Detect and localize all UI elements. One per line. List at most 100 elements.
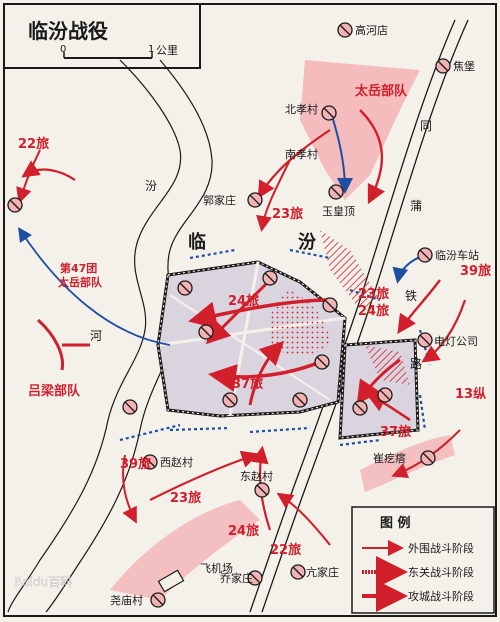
- strongpoint-markers: [7, 22, 451, 608]
- strongpoint-yuanjiazhuang: [290, 564, 306, 580]
- lvliang-symbol: [37, 318, 90, 371]
- place-station: 临汾车站: [435, 248, 479, 262]
- legend-item-outer: 外围战斗阶段: [408, 541, 474, 555]
- unit-23-n: 23旅: [272, 206, 303, 222]
- unit-24-c: 24旅: [228, 293, 259, 309]
- strongpoint-tiaomiao: [150, 592, 166, 608]
- unit-39-e: 39旅: [460, 263, 491, 279]
- strongpoint-power: [417, 332, 433, 348]
- arrow-city-1: [188, 298, 331, 330]
- arrow-22-nw-2: [16, 149, 41, 204]
- river-label-fen: 汾: [145, 179, 157, 193]
- strongpoint-nw: [7, 197, 23, 213]
- place-xizhaocun: 西赵村: [160, 455, 193, 469]
- unit-37-c: 37旅: [232, 376, 263, 392]
- east-district-crenellation: [339, 339, 419, 439]
- north-assault-zone: [300, 60, 420, 200]
- fen-river-west-bank: [7, 59, 182, 613]
- unit-taiyue: 太岳部队: [354, 83, 408, 99]
- unit-22-s: 22旅: [270, 542, 301, 558]
- unit-r47-taiyue: 太岳部队: [57, 275, 103, 289]
- railway-label-4: 路: [410, 356, 422, 371]
- strongpoint-dongzhaocun: [254, 482, 270, 498]
- place-qiaojiazhuang: 乔家庄: [220, 571, 253, 585]
- map-title: 临汾战役: [28, 19, 108, 43]
- strongpoint-xizhaocun-2: [142, 454, 158, 470]
- place-tiaomiaocun: 尧庙村: [110, 593, 143, 607]
- place-gaohedian: 高河店: [355, 23, 388, 37]
- place-jiaobao: 焦堡: [453, 59, 475, 73]
- arrow-east-district: [356, 358, 401, 405]
- unit-23-s: 23旅: [170, 490, 201, 506]
- railway-label-2: 蒲: [410, 199, 422, 213]
- place-airport: 飞机场: [200, 561, 233, 575]
- strongpoint-cuituota: [420, 450, 436, 466]
- arrow-city-37: [248, 340, 285, 406]
- strongpoint-gaohedian: [337, 22, 353, 38]
- strongpoint-jiaobao: [435, 58, 451, 74]
- arrow-39-e: [397, 279, 441, 334]
- arrow-39-sw: [122, 454, 137, 524]
- unit-39-sw: 39旅: [120, 456, 151, 472]
- strongpoint-guojiazhuang: [247, 192, 263, 208]
- railway-label-3: 铁: [405, 289, 417, 303]
- strongpoint-city-1: [177, 280, 193, 296]
- unit-37-e: 37旅: [380, 424, 411, 440]
- place-power: 电灯公司: [434, 335, 478, 348]
- arrow-22-nw: [21, 160, 76, 181]
- scale-start-label: 0: [60, 44, 66, 55]
- map-frame: [3, 3, 497, 617]
- east-gate-hatch: [320, 230, 380, 310]
- legend-item-eastgate: 东关战斗阶段: [408, 565, 474, 579]
- strongpoint-station: [417, 247, 433, 263]
- place-yuanjiazhuang: 亢家庄: [306, 565, 339, 579]
- arrow-23-s: [149, 450, 260, 501]
- east-district-hatch: [365, 345, 410, 385]
- strongpoint-city-6: [198, 324, 214, 340]
- unit-23-e: 23旅: [358, 286, 389, 302]
- place-guojiazhuang: 郭家庄: [203, 193, 236, 207]
- unit-lvliang: 吕梁部队: [28, 383, 81, 399]
- strongpoint-city-7: [222, 392, 238, 408]
- enemy-retreat-west: [18, 227, 171, 346]
- arrow-east-37: [365, 392, 411, 422]
- legend-title: 图 例: [380, 515, 411, 531]
- arrow-north-2: [256, 159, 291, 232]
- south-assault-zone: [110, 500, 260, 600]
- strongpoint-east-1: [377, 387, 393, 403]
- legend-item-siege: 攻城战斗阶段: [408, 589, 474, 603]
- arrow-city-3: [205, 278, 272, 345]
- place-cuituota: 崔疙瘩: [373, 451, 406, 465]
- dotted-attack-zone: [268, 290, 330, 356]
- railway-label-1: 同: [420, 119, 432, 133]
- place-linfen-fen: 汾: [298, 232, 316, 253]
- strongpoint-beixiaocun: [321, 105, 337, 121]
- arrow-city-2: [208, 358, 326, 392]
- strongpoint-city-3: [322, 297, 338, 313]
- strongpoint-qiaojiazhuang: [247, 570, 263, 586]
- place-linfen-lin: 临: [188, 231, 206, 253]
- scale-end-label: 1: [148, 44, 154, 55]
- strongpoint-yuhuangding: [328, 184, 344, 200]
- watermark: Baidu百科: [14, 575, 72, 589]
- place-beixiaocun: 北孝村: [285, 102, 318, 116]
- river-label-he: 河: [90, 329, 102, 343]
- unit-r47: 第47团: [60, 261, 97, 275]
- unit-24-e: 24旅: [358, 303, 389, 319]
- unit-13-column: 13纵: [455, 386, 486, 402]
- unit-24-s: 24旅: [228, 523, 259, 539]
- arrow-22-s: [276, 492, 331, 546]
- strongpoint-city-4: [314, 354, 330, 370]
- place-dongzhaocun: 东赵村: [240, 469, 273, 483]
- strongpoint-city-2: [262, 270, 278, 286]
- strongpoint-east-2: [352, 400, 368, 416]
- strongpoint-city-5: [292, 392, 308, 408]
- strongpoint-xizhaocun: [122, 399, 138, 415]
- place-yuhuangding: 玉皇顶: [322, 204, 355, 218]
- airport-runway: [157, 569, 185, 593]
- place-nanxiaocun: 南孝村: [285, 147, 318, 161]
- arrow-39-e2: [421, 299, 467, 363]
- scale-unit-label: 公里: [156, 44, 178, 57]
